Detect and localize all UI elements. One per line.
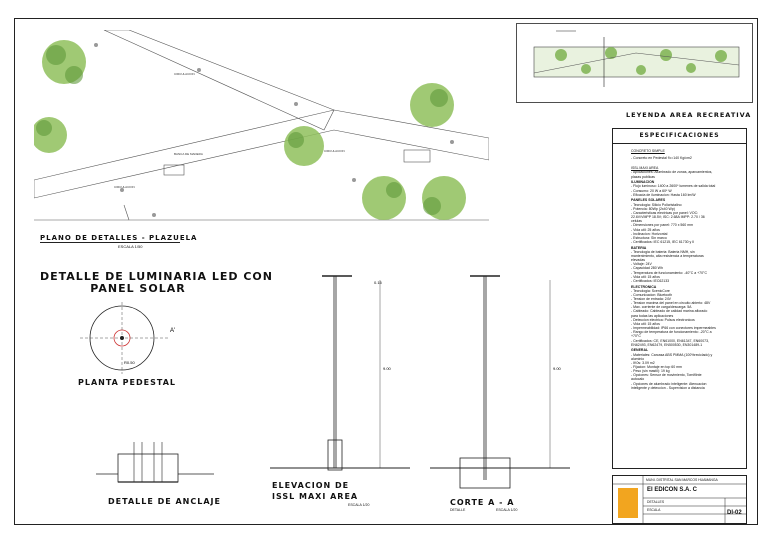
issl-title: ISSL MAXI AREA	[631, 166, 659, 171]
elevation-drawing: 9.00 0.15	[270, 275, 410, 471]
spec-line: - Rango de temperatura de funcionamiento…	[631, 330, 712, 335]
spec-line: - Inclinacion: Horizontal	[631, 231, 668, 236]
specifications-body: CONCRETO SIMPLE - Concreto en Pedestal f…	[613, 144, 746, 390]
label-circulacion-3: CIRCULACION	[114, 185, 135, 189]
label-circulacion-2: CIRCULACION	[324, 149, 345, 153]
specifications-panel: ESPECIFICACIONES CONCRETO SIMPLE - Concr…	[612, 128, 747, 469]
spec-line: - Comunicacion: Bluetooth	[631, 292, 673, 297]
spec-line: mantenimiento, alta resistencia a temper…	[631, 253, 704, 258]
spec-line: - Certificados: CE, EN61000, EN61347, EN…	[631, 338, 710, 343]
spec-line: inteligente y deteccion - Supervision a …	[631, 385, 705, 390]
spec-section-heading: GENERAL	[631, 348, 649, 353]
spec-line: - Flujo luminoso: 1400 a 2600* lumenes d…	[631, 184, 716, 189]
spec-section-heading: BATERIA	[631, 245, 647, 250]
spec-line: - Certificados: IEC 61215, IEC 61730 y I…	[631, 239, 695, 244]
anchor-detail	[96, 442, 214, 483]
plaza-path-diagonal	[103, 30, 335, 131]
spec-line: - Opciones de alumbrado inteligente: Ate…	[631, 381, 707, 386]
elevation-top: 0.15	[374, 280, 383, 285]
company-logo	[618, 488, 638, 518]
spec-line: - Tecnologia: ScenicCore	[631, 288, 670, 293]
spec-line: aluminio	[631, 356, 645, 361]
concrete-text: - Concreto en Pedestal f'c=140 Kg/cm2	[631, 156, 692, 161]
pedestal-plan: A' R0.50	[80, 302, 175, 374]
label-circulacion-1: CIRCULACION	[174, 72, 195, 76]
spec-line: - Potencia: 80Wp (2x40 Wp)	[631, 206, 675, 211]
legend-mini-plan	[516, 23, 753, 103]
spec-line: - Tension de entrada: 24V	[631, 297, 672, 301]
spec-line: - Tension maxima del panel en circuito a…	[631, 301, 711, 306]
concrete-title: CONCRETO SIMPLE	[631, 149, 665, 153]
elevation-scale: ESCALA 1/20	[348, 503, 370, 507]
section-title: CORTE A - A	[450, 498, 515, 507]
tb-row1: MUNI. DISTRITAL SAN MARCOS HUAMANGA	[646, 478, 718, 482]
spec-line: - Impermeabilidad: IP66 con conectores i…	[631, 326, 716, 331]
sheet-id: DI-02	[727, 510, 742, 516]
spec-line: - Eficacia de iluminacion: Hasta 160 lm/…	[631, 192, 696, 197]
spec-line: - Materiales: Carcasa ABS PMMA (100%reci…	[631, 352, 713, 357]
luminaire-detail-title-1: DETALLE DE LUMINARIA LED CON	[40, 270, 273, 283]
spec-line: - Tecnologia de bateria: Bateria NMH, si…	[631, 249, 695, 254]
spec-line: - Temperatura de funcionamiento: -40°C a…	[631, 270, 707, 275]
spec-section-heading: PANELES SOLARES	[631, 198, 666, 203]
spec-line: - Dimensiones por panel: 770 x 560 mm	[631, 223, 694, 228]
elevation-title-2: ISSL MAXI AREA	[272, 492, 359, 501]
spec-line: 22.6V/VMPP 18.5V; ISC: 2.68A IMPP: 2.70 …	[631, 215, 705, 220]
spec-line: - IK0s: 3.09 m2	[631, 360, 655, 365]
bench	[163, 164, 185, 176]
plaza-plan: CIRCULACION CIRCULACION CIRCULACION BANC…	[34, 30, 489, 221]
section-sub: DETALLE	[450, 508, 466, 512]
sheet-border	[14, 18, 758, 525]
spec-line: plazas publicas	[631, 174, 655, 179]
section-scale: ESCALA 1/20	[496, 508, 518, 512]
pedestal-radius: R0.50	[124, 360, 135, 365]
spec-line: - Vida util: 15 años	[631, 321, 660, 326]
spec-line: EN62493, EN62479, EN500530, EN301489-1	[631, 342, 703, 347]
spec-line: - Consumo: 20 W a 60* W	[631, 188, 672, 193]
legend-title: LEYENDA AREA RECREATIVA	[626, 111, 752, 119]
elevation-height: 9.00	[383, 366, 392, 371]
section-drawing: 9.00	[430, 275, 570, 489]
specifications-header: ESPECIFICACIONES	[613, 129, 746, 144]
spec-section-heading: ILUMINACION	[631, 180, 655, 185]
spec-line: - Fijacion: Montaje en top 60 mm	[631, 365, 682, 369]
elevation-title-1: ELEVACION DE	[272, 481, 350, 490]
spec-line: - Certificados: IEC62133	[631, 278, 670, 283]
spec-line: - Opciones: Sensor de movimiento, Tornif…	[631, 373, 702, 378]
spec-line: - Capacidad 280 Wh	[631, 266, 663, 271]
spec-line: - Tecnologia: Silicio Policristalino	[631, 202, 682, 207]
spec-line: para todas las aplicaciones	[631, 313, 674, 318]
spec-line: - Max. corriente de carga/descarga: 5A	[631, 305, 692, 310]
plaza-plan-title: PLANO DE DETALLES - PLAZUELA	[40, 234, 198, 242]
trees	[34, 40, 466, 220]
tb-row2: DETALLES	[647, 500, 665, 504]
spec-line: celulas	[631, 219, 642, 224]
spec-section-heading: ELECTRONICA	[631, 284, 657, 289]
spec-line: - Aplicaciones: Alumbrado de zonas, apar…	[631, 170, 713, 175]
spec-line: - Cableado: Cableado de calidad marina a…	[631, 309, 708, 314]
luminaire-detail-title-2: PANEL SOLAR	[90, 282, 186, 295]
cut-mark: A'	[170, 328, 175, 334]
spec-line: autocalo	[631, 377, 645, 382]
spec-line: - Estructura: Sin marco	[631, 235, 667, 240]
section-height: 9.00	[553, 366, 562, 371]
spec-line: - Caracteristicas electricas por panel: …	[631, 210, 699, 215]
pedestal-plan-title: PLANTA PEDESTAL	[78, 378, 176, 387]
spec-line: - Voltaje: 24V	[631, 262, 652, 267]
spec-line: - Vida util: 15 años	[631, 274, 660, 279]
spec-line: - Peso (sin mastil): 19 kg	[631, 369, 670, 374]
label-bench: BANCA DE MADERA	[174, 152, 203, 156]
tb-row3: ESCALA	[647, 508, 661, 512]
title-block: MUNI. DISTRITAL SAN MARCOS HUAMANGA EI E…	[612, 475, 747, 524]
spec-line: - Deteccion electrica: Pulsos electronic…	[631, 317, 695, 322]
company-name: EI EDICON S.A. C	[647, 487, 698, 493]
spec-line: elevadas	[631, 258, 646, 263]
anchor-detail-title: DETALLE DE ANCLAJE	[108, 497, 221, 506]
plaza-plan-scale: ESCALA 1/50	[118, 244, 143, 249]
spec-line: - Vida util: 25 años	[631, 227, 660, 232]
spec-line: +70°C	[631, 334, 641, 339]
